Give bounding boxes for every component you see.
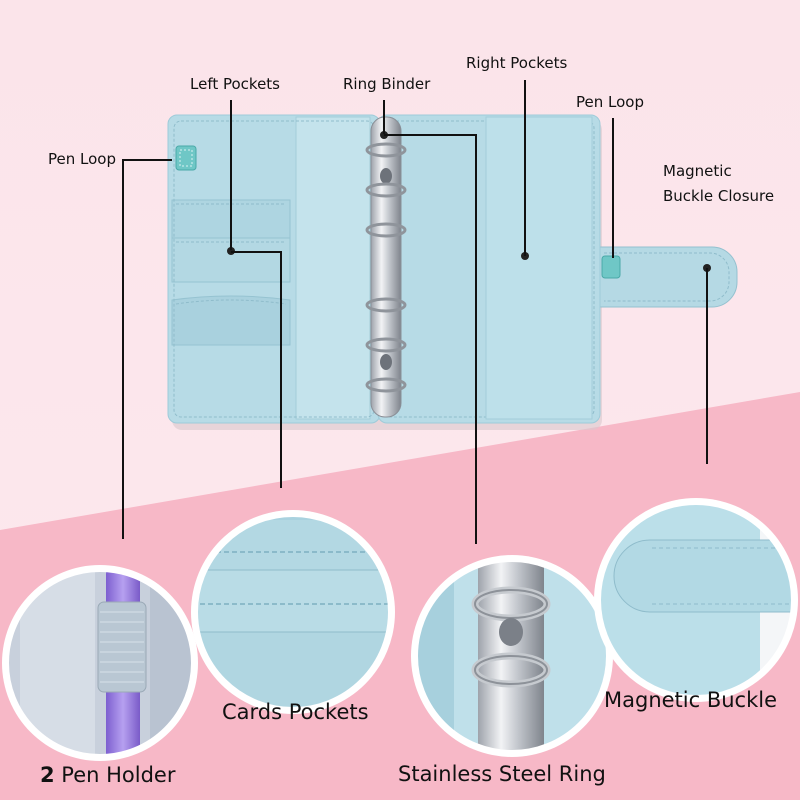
detail-magnetic-buckle-image — [594, 498, 798, 702]
caption-stainless-steel-ring: Stainless Steel Ring — [398, 762, 606, 786]
caption-pen-holder-number: 2 — [40, 763, 55, 787]
magnetic-tab — [597, 246, 738, 308]
leader-pen-loop-left-h — [122, 159, 172, 161]
leader-ring-binder-v — [383, 100, 385, 134]
leader-ring-v — [475, 134, 477, 544]
callout-magnetic-buckle-closure-line2: Buckle Closure — [663, 187, 775, 205]
callout-magnetic-buckle-closure-line1: Magnetic — [663, 162, 732, 180]
detail-cards-pockets-image — [191, 510, 395, 714]
callout-right-pockets: Right Pockets — [466, 54, 568, 72]
detail-pen-holder-image — [2, 565, 198, 761]
leader-dot-right-pockets — [521, 252, 529, 260]
caption-cards-pockets: Cards Pockets — [222, 700, 369, 724]
caption-pen-holder-text: Pen Holder — [54, 763, 176, 787]
callout-ring-binder: Ring Binder — [343, 75, 431, 93]
callout-pen-loop-right: Pen Loop — [576, 93, 644, 111]
elastic-loop — [97, 601, 147, 693]
leader-magnetic-buckle-v — [706, 268, 708, 464]
callout-pen-loop-left: Pen Loop — [48, 150, 116, 168]
binder-image — [167, 114, 738, 430]
ring-binder-bar — [370, 116, 402, 418]
caption-magnetic-buckle: Magnetic Buckle — [604, 688, 778, 712]
leader-cards-v — [280, 251, 282, 488]
left-pocket-3 — [171, 295, 291, 346]
leader-pen-loop-right-v — [612, 118, 614, 258]
callout-left-pockets: Left Pockets — [190, 75, 280, 93]
leader-ring-binder-h — [384, 134, 476, 136]
leader-right-pockets-v — [524, 80, 526, 256]
right-pocket — [485, 116, 593, 420]
pen-loop-right — [601, 255, 621, 279]
leader-left-pockets-h — [231, 251, 281, 253]
pen-loop-left — [175, 145, 197, 171]
caption-pen-holder: 2 Pen Holder — [40, 765, 175, 786]
leader-left-pockets-v — [230, 100, 232, 250]
leader-pen-loop-left-v — [122, 159, 124, 539]
